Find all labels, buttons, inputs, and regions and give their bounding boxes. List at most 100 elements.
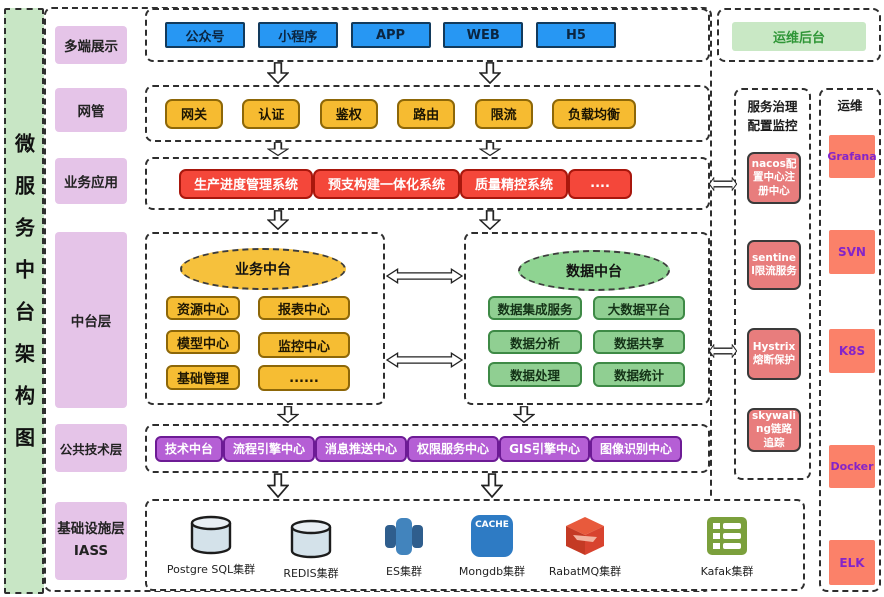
infra-label: ES集群 (386, 565, 422, 578)
resource-center-cell: 资源中心 (166, 296, 240, 320)
double-arrow-icon (709, 344, 737, 358)
nacos-box: nacos配置中心注册中心 (747, 152, 801, 204)
business-center-panel: 业务中台 资源中心 报表中心 模型中心 监控中心 基础管理 ...... (145, 232, 385, 405)
layer-label-middle-platform: 中台层 (55, 232, 127, 408)
ops-title: 运维 (837, 98, 863, 113)
infrastructure-row: Postgre SQL集群 REDIS集群 ES集群 CACHE Mongdb集… (145, 499, 805, 591)
governance-title-line1: 服务治理 (747, 99, 798, 114)
governance-column: 服务治理 配置监控 nacos配置中心注册中心 sentinel限流服务 Hys… (734, 88, 811, 480)
database-cylinder-icon (290, 519, 332, 559)
business-center-title: 业务中台 (180, 248, 346, 290)
infra-label: Kafak集群 (700, 565, 754, 578)
auth-item: 认证 (242, 98, 301, 129)
bigdata-platform-cell: 大数据平台 (593, 296, 685, 320)
image-recognition-item: 图像识别中心 (590, 435, 683, 462)
app-production-progress: 生产进度管理系统 (179, 168, 314, 199)
hystrix-box: Hystrix熔断保护 (747, 328, 801, 380)
k8s-box: K8S (829, 329, 875, 373)
layer-sublabel-text: IASS (73, 543, 109, 559)
tech-layer-row: 技术中台 流程引擎中心 消息推送中心 权限服务中心 GIS引擎中心 图像识别中心 (145, 424, 710, 473)
diagram-title-bar: 微服务中台架构图 (4, 8, 44, 594)
elk-box: ELK (829, 540, 875, 585)
down-arrow-icon (267, 210, 289, 230)
channel-web: WEB (443, 22, 524, 48)
authz-item: 鉴权 (319, 98, 378, 129)
channel-mini-program: 小程序 (257, 22, 338, 48)
layer-label-text: 公共技术层 (59, 441, 123, 457)
permission-service-item: 权限服务中心 (407, 435, 500, 462)
layer-label-channels: 多端展示 (55, 26, 127, 64)
diagram-title: 微服务中台架构图 (11, 133, 36, 469)
cache-badge: CACHE (475, 520, 509, 530)
kafak-cluster-item: Kafak集群 (679, 515, 775, 579)
layer-label-text: 网管 (77, 104, 105, 120)
double-arrow-icon (709, 177, 737, 191)
redis-cluster-item: REDIS集群 (263, 519, 359, 581)
business-apps-row: 生产进度管理系统 预支构建一体化系统 质量精控系统 .... (145, 157, 710, 210)
data-center-title: 数据中台 (518, 250, 670, 291)
business-more-cell: ...... (258, 365, 350, 391)
layer-label-business-apps: 业务应用 (55, 158, 127, 204)
mongdb-cluster-item: CACHE Mongdb集群 (444, 515, 540, 579)
rabatmq-cluster-item: RabatMQ集群 (537, 515, 633, 579)
docker-box: Docker (829, 445, 875, 488)
infra-label: Postgre SQL集群 (166, 563, 256, 576)
data-processing-cell: 数据处理 (488, 362, 582, 387)
layer-label-infrastructure: 基础设施层 IASS (55, 502, 127, 580)
down-arrow-icon (479, 142, 501, 156)
down-arrow-icon (513, 406, 535, 423)
sentinel-box: sentinel限流服务 (747, 240, 801, 290)
infra-label: RabatMQ集群 (548, 565, 622, 578)
layer-label-gateway: 网管 (55, 88, 127, 132)
model-center-cell: 模型中心 (166, 330, 240, 354)
report-center-cell: 报表中心 (258, 296, 350, 320)
kafka-list-icon (707, 517, 747, 555)
data-center-panel: 数据中台 数据集成服务 大数据平台 数据分析 数据共享 数据处理 数据统计 (464, 232, 710, 405)
monitor-center-cell: 监控中心 (258, 332, 350, 358)
mongodb-cache-icon: CACHE (471, 515, 513, 557)
gateway-item: 网关 (165, 98, 224, 129)
down-arrow-icon (479, 62, 501, 84)
layer-label-tech: 公共技术层 (55, 424, 127, 472)
down-arrow-icon (481, 473, 503, 498)
app-quality-control: 质量精控系统 (460, 168, 569, 199)
ops-backend-button: 运维后台 (732, 22, 866, 51)
gis-engine-item: GIS引擎中心 (499, 435, 591, 462)
postgresql-cluster-item: Postgre SQL集群 (163, 515, 259, 577)
down-arrow-icon (267, 62, 289, 84)
base-management-cell: 基础管理 (166, 365, 240, 390)
governance-title-line2: 配置监控 (747, 117, 798, 133)
database-cylinder-icon (190, 515, 232, 555)
infra-label: REDIS集群 (283, 567, 339, 580)
layer-label-text: 业务应用 (64, 175, 118, 191)
grafana-box: Grafana (827, 135, 877, 178)
channels-row: 公众号 小程序 APP WEB H5 (145, 8, 710, 62)
skywalking-box: skywaling链路追踪 (747, 408, 801, 452)
double-arrow-icon (386, 351, 463, 369)
workflow-engine-item: 流程引擎中心 (223, 435, 316, 462)
es-cluster-item: ES集群 (356, 515, 452, 579)
rabbitmq-cube-icon (566, 517, 604, 555)
app-prebuild-integration: 预支构建一体化系统 (313, 168, 461, 199)
ops-backend-box: 运维后台 (717, 8, 881, 62)
down-arrow-icon (267, 473, 289, 498)
route-item: 路由 (397, 98, 456, 129)
layer-label-text: 中台层 (70, 314, 112, 330)
channel-h5: H5 (536, 22, 616, 48)
svn-box: SVN (829, 230, 875, 274)
infra-label: Mongdb集群 (458, 565, 526, 578)
tech-center-item: 技术中台 (155, 435, 224, 462)
layer-label-text: 基础设施层 (57, 521, 125, 538)
elasticsearch-icon (385, 518, 423, 555)
data-statistics-cell: 数据统计 (593, 362, 685, 387)
channel-official-account: 公众号 (165, 22, 245, 48)
message-push-item: 消息推送中心 (315, 435, 408, 462)
governance-title: 服务治理 配置监控 (736, 98, 809, 136)
data-integration-cell: 数据集成服务 (488, 296, 582, 320)
app-more: .... (568, 168, 633, 199)
double-arrow-icon (386, 267, 463, 285)
layer-label-text: 多端展示 (64, 39, 118, 55)
down-arrow-icon (277, 406, 299, 423)
data-analysis-cell: 数据分析 (488, 330, 582, 354)
